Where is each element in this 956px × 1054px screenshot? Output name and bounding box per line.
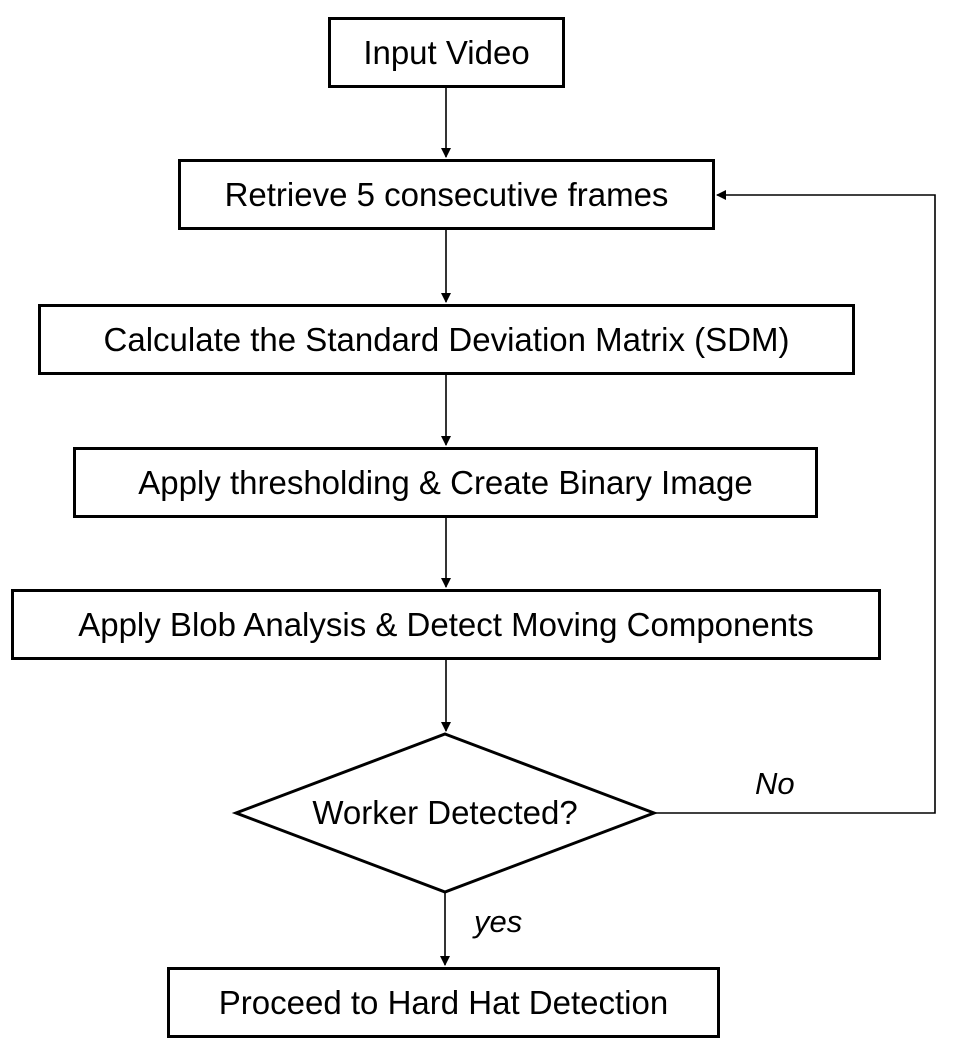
node-apply-thresholding-label: Apply thresholding & Create Binary Image xyxy=(138,463,753,501)
node-hard-hat-detection-label: Proceed to Hard Hat Detection xyxy=(218,983,669,1021)
node-calculate-sdm-label: Calculate the Standard Deviation Matrix … xyxy=(103,320,790,358)
node-apply-thresholding: Apply thresholding & Create Binary Image xyxy=(73,447,818,518)
node-blob-analysis: Apply Blob Analysis & Detect Moving Comp… xyxy=(11,589,881,660)
edge-label-yes: yes xyxy=(474,904,523,939)
node-blob-analysis-label: Apply Blob Analysis & Detect Moving Comp… xyxy=(78,605,814,643)
node-retrieve-frames-label: Retrieve 5 consecutive frames xyxy=(224,175,669,213)
node-calculate-sdm: Calculate the Standard Deviation Matrix … xyxy=(38,304,855,375)
node-worker-detected: Worker Detected? xyxy=(236,734,654,892)
node-retrieve-frames: Retrieve 5 consecutive frames xyxy=(178,159,715,230)
arrow-decision-no-loop xyxy=(654,190,936,814)
node-input-video-label: Input Video xyxy=(363,33,530,71)
node-worker-detected-label: Worker Detected? xyxy=(312,794,578,831)
edge-label-no: No xyxy=(755,766,795,801)
node-input-video: Input Video xyxy=(328,17,565,88)
node-hard-hat-detection: Proceed to Hard Hat Detection xyxy=(167,967,720,1038)
